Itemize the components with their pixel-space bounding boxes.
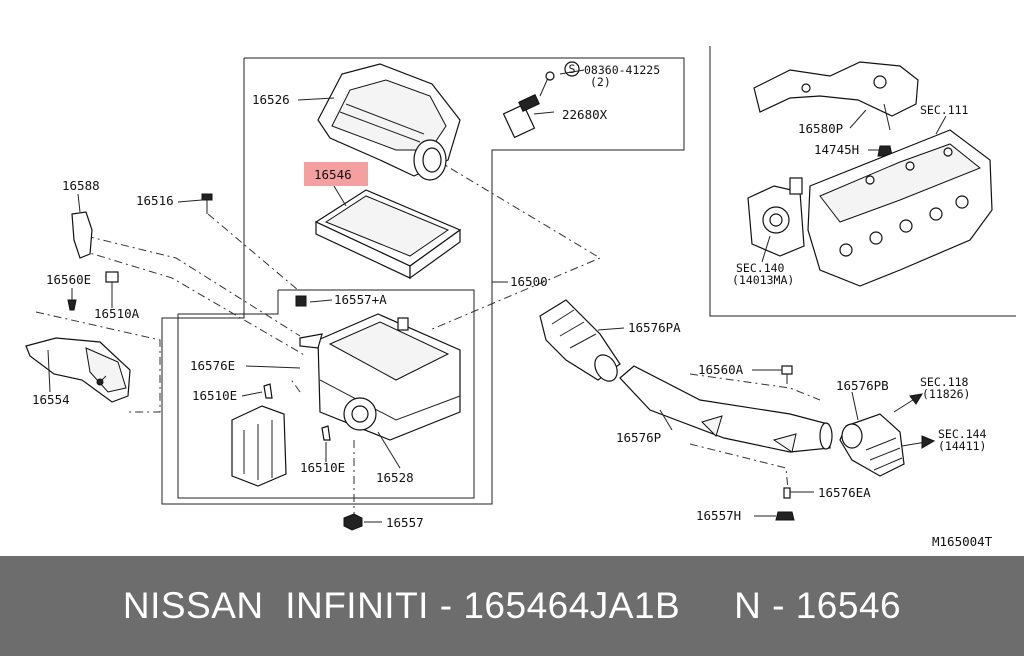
- label-16516: 16516: [136, 193, 174, 208]
- label-16560e: 16560E: [46, 272, 91, 287]
- label-22680x: 22680X: [562, 107, 608, 122]
- label-16580p: 16580P: [798, 121, 843, 136]
- label-16576e: 16576E: [190, 358, 235, 373]
- label-sec111: SEC.111: [920, 103, 969, 117]
- cylinder-head-sec111: [807, 129, 993, 287]
- label-16576p: 16576P: [616, 430, 661, 445]
- duct-16554: [25, 337, 131, 403]
- label-16557a: 16557+A: [334, 292, 387, 307]
- label-14745h: 14745H: [814, 142, 859, 157]
- label-sec118-ref: (11826): [922, 387, 970, 401]
- grommet-16557h: [775, 511, 795, 521]
- bracket-16588: [71, 211, 93, 259]
- label-16528: 16528: [376, 470, 414, 485]
- label-16546: 16546: [314, 167, 352, 182]
- diagram-id: M165004T: [932, 534, 993, 549]
- label-16510a: 16510A: [94, 306, 140, 321]
- label-sec140: SEC.140: [736, 261, 785, 275]
- clip-16510e-lower: [321, 425, 331, 441]
- label-16576pb: 16576PB: [836, 378, 889, 393]
- air-cleaner-cover-16526: [317, 63, 461, 181]
- duct-16576pa: [539, 299, 621, 382]
- airbox-frame: [177, 289, 475, 499]
- resonator-cover: [231, 405, 287, 487]
- label-16557h: 16557H: [696, 508, 741, 523]
- label-16510e-lower: 16510E: [300, 460, 345, 475]
- nut-16557: [343, 513, 363, 531]
- parts-diagram: S: [25, 46, 1016, 549]
- part-labels: 16526 16546 08360-41225 (2) 22680X 16588…: [32, 63, 993, 549]
- maf-sensor-22680x: S: [502, 61, 580, 139]
- label-16560a: 16560A: [698, 362, 744, 377]
- bolt-symbol: S: [569, 62, 576, 76]
- label-16588: 16588: [62, 178, 100, 193]
- bolt-16510a: [105, 271, 119, 302]
- air-cleaner-body-16528: [299, 313, 461, 441]
- clip-16510e-upper: [263, 383, 273, 399]
- footer-text: NISSAN INFINITI - 165464JA1B N - 16546: [122, 585, 902, 626]
- label-16576pa: 16576PA: [628, 320, 681, 335]
- bolt-16516: [201, 193, 213, 214]
- grommet-16560e: [67, 299, 77, 311]
- label-sec144: SEC.144: [938, 427, 987, 441]
- guide-lines: [35, 149, 821, 520]
- throttle-sec140: [747, 177, 805, 257]
- label-16500: 16500: [510, 274, 548, 289]
- sec-118-arrow: [893, 393, 923, 413]
- bolt-16560a: [781, 365, 793, 384]
- label-sec140-ref: (14013MA): [732, 273, 794, 287]
- engine-frame: [709, 46, 1016, 317]
- parts-diagram-svg: S: [25, 46, 1016, 549]
- label-16557: 16557: [386, 515, 424, 530]
- part-number-footer: NISSAN INFINITI - 165464JA1B N - 16546: [0, 556, 1024, 656]
- hose-16576pb: [839, 413, 905, 477]
- grommet-16557a: [295, 295, 307, 307]
- sec-144-arrow: [901, 435, 936, 449]
- label-08360-41225: 08360-41225: [584, 63, 660, 77]
- air-duct-16576p: [619, 365, 833, 453]
- engine-cover-16580p: [753, 61, 919, 131]
- label-16510e-upper: 16510E: [192, 388, 237, 403]
- label-sec118: SEC.118: [920, 375, 969, 389]
- target-part-highlight: [304, 162, 368, 186]
- air-filter-16546: [314, 189, 462, 280]
- leader-lines: [47, 69, 947, 523]
- label-16576ea: 16576EA: [818, 485, 871, 500]
- label-sec144-ref: (14411): [938, 439, 986, 453]
- label-16554: 16554: [32, 392, 70, 407]
- assembly-frame: [161, 57, 685, 505]
- label-16526: 16526: [252, 92, 290, 107]
- clip-16576ea: [783, 487, 791, 499]
- label-08360-qty: (2): [590, 75, 611, 89]
